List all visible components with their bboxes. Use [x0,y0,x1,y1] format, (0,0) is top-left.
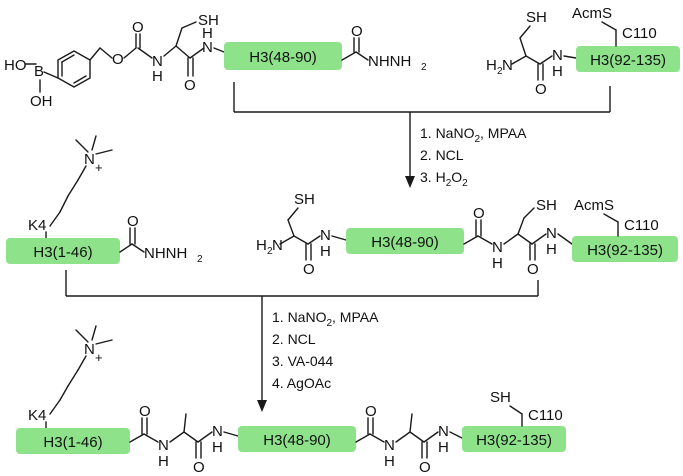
boronate-cys-h3-48-90-hydrazide: B HO OH O O N H SH O N H H3(48-90) [4,12,427,110]
h3-1-46-k4me3-hydrazide: N + K4 H3(1-46) O NHNH 2 [6,135,203,265]
segment-h3-92-135-top [576,46,680,72]
cys-o-label-2: O [535,81,547,98]
c110-label-2: C110 [624,217,659,234]
segment-h3-1-46-label-2: H3(1-46) [43,434,102,451]
segment-h3-48-90-bottom [238,426,356,452]
trimethyl-n-label: N [84,151,95,168]
h2n-n-label-2: N [272,237,283,254]
hydrazide-label-2: NHNH [144,245,187,262]
segment-h3-92-135-bottom [462,426,566,452]
segment-h3-92-135-label-3: H3(92-135) [476,432,552,449]
step1-arrow-head [405,176,415,188]
plus-charge: + [95,160,103,175]
amide-h-label: H [202,25,213,42]
segment-h3-1-46-label: H3(1-46) [33,244,92,261]
amide-n-label-3: N [320,227,331,244]
amide-h-label-3: H [320,243,331,260]
junction1-n2-label: N [212,423,223,440]
h2n-label: H [486,57,497,74]
step2-connector [65,270,539,412]
step2-arrow-head [257,400,267,412]
cys110-sh-label: SH [490,389,511,406]
junction1-ala-o-label: O [193,459,205,476]
segment-h3-92-135-label-2: H3(92-135) [587,242,663,259]
ho-label: HO [4,57,27,74]
cys-h3-92-135-acm: SH H 2 N O N H H3(92-135) AcmS C110 [486,5,680,98]
junction1-h-label: H [158,453,169,470]
junction1-h2-label: H [212,439,223,456]
step2-condition-2: 2. NCL [272,331,316,347]
segment-h3-48-90-label-2: H3(48-90) [371,234,439,251]
h2n-sub: 2 [497,66,503,77]
junction2-h2-label: H [438,439,449,456]
segment-h3-1-46-bottom [16,428,130,454]
amide-n-label-2: N [552,47,563,64]
step2-condition-3: 3. VA-044 [272,353,333,369]
cys-sh-label-3: SH [294,191,315,208]
hydrazide-o-label: O [351,23,363,40]
c110-label-3: C110 [528,407,563,424]
acms-label: AcmS [572,5,612,22]
junction2-h-label: H [384,453,395,470]
amide-h-label-4: H [492,255,503,272]
step2-condition-4: 4. AgOAc [272,375,331,391]
segment-h3-48-90-label: H3(48-90) [249,49,317,66]
segment-h3-48-90-top [224,42,342,70]
amide-n-label-4: N [492,239,503,256]
step1-condition-3: 3. H2O2 [420,169,468,189]
benzene-ring [57,50,91,88]
junction1-o-label: O [139,403,151,420]
k4-label: K4 [28,217,46,234]
boron-label: B [34,63,44,80]
carbonyl-o-label-3: O [473,205,485,222]
segment-h3-1-46-mid [6,238,120,264]
cys-sh-label: SH [198,12,219,29]
amide-h-label-2: H [552,63,563,80]
step1-condition-1: 1. NaNO2, MPAA [420,125,527,145]
segment-h3-92-135-mid [572,236,678,262]
amide-h-label-5: H [546,241,557,258]
cys-sh-label-2: SH [526,9,547,26]
step2-conditions: 1. NaNO2, MPAA 2. NCL 3. VA-044 4. AgOAc [272,309,379,391]
ether-o-label: O [112,51,124,68]
junction2-o-label: O [365,403,377,420]
cys-carbonyl-o-label: O [184,77,196,94]
carbamate-h-label: H [152,68,163,85]
h2n-n-label: N [502,57,513,74]
hydrazide-sub: 2 [421,62,427,73]
cys-sh-label-4: SH [536,197,557,214]
cys-o-label-3: O [303,261,315,278]
junction2-n-label: N [384,437,395,454]
junction2-n2-label: N [438,423,449,440]
junction2-ala-o-label: O [419,459,431,476]
trimethyl-n-label-2: N [84,341,95,358]
carbamate-n-label: N [152,53,163,70]
step1-connector [233,82,611,188]
step1-conditions: 1. NaNO2, MPAA 2. NCL 3. H2O2 [420,125,527,189]
acms-label-2: AcmS [574,197,614,214]
c110-label: C110 [622,25,657,42]
step1-condition-2: 2. NCL [420,147,464,163]
segment-h3-92-135-label: H3(92-135) [590,52,666,69]
k4-label-2: K4 [28,407,46,424]
plus-charge-2: + [95,350,103,365]
final-h3-k4me3-product: N + K4 H3(1-46) O N H O N H H3(48-90) [16,325,566,476]
cys-h3-48-135-intermediate: SH H 2 N O N H H3(48-90) O N H SH O N H [256,191,678,278]
amide-n-label: N [202,39,213,56]
h2n-sub-2: 2 [267,246,273,257]
segment-h3-48-90-mid [346,228,464,254]
step2-condition-1: 1. NaNO2, MPAA [272,309,379,329]
amide-n-label-5: N [546,225,557,242]
h2n-label-2: H [256,237,267,254]
hydrazide-o-label-2: O [127,213,139,230]
oh-label: OH [30,93,53,110]
segment-h3-48-90-label-3: H3(48-90) [263,432,331,449]
cys-o-label-4: O [527,261,539,278]
junction1-n-label: N [158,437,169,454]
carbonyl-o-label: O [132,19,144,36]
hydrazide-label: NHNH [368,53,411,70]
hydrazide-sub-2: 2 [197,254,203,265]
